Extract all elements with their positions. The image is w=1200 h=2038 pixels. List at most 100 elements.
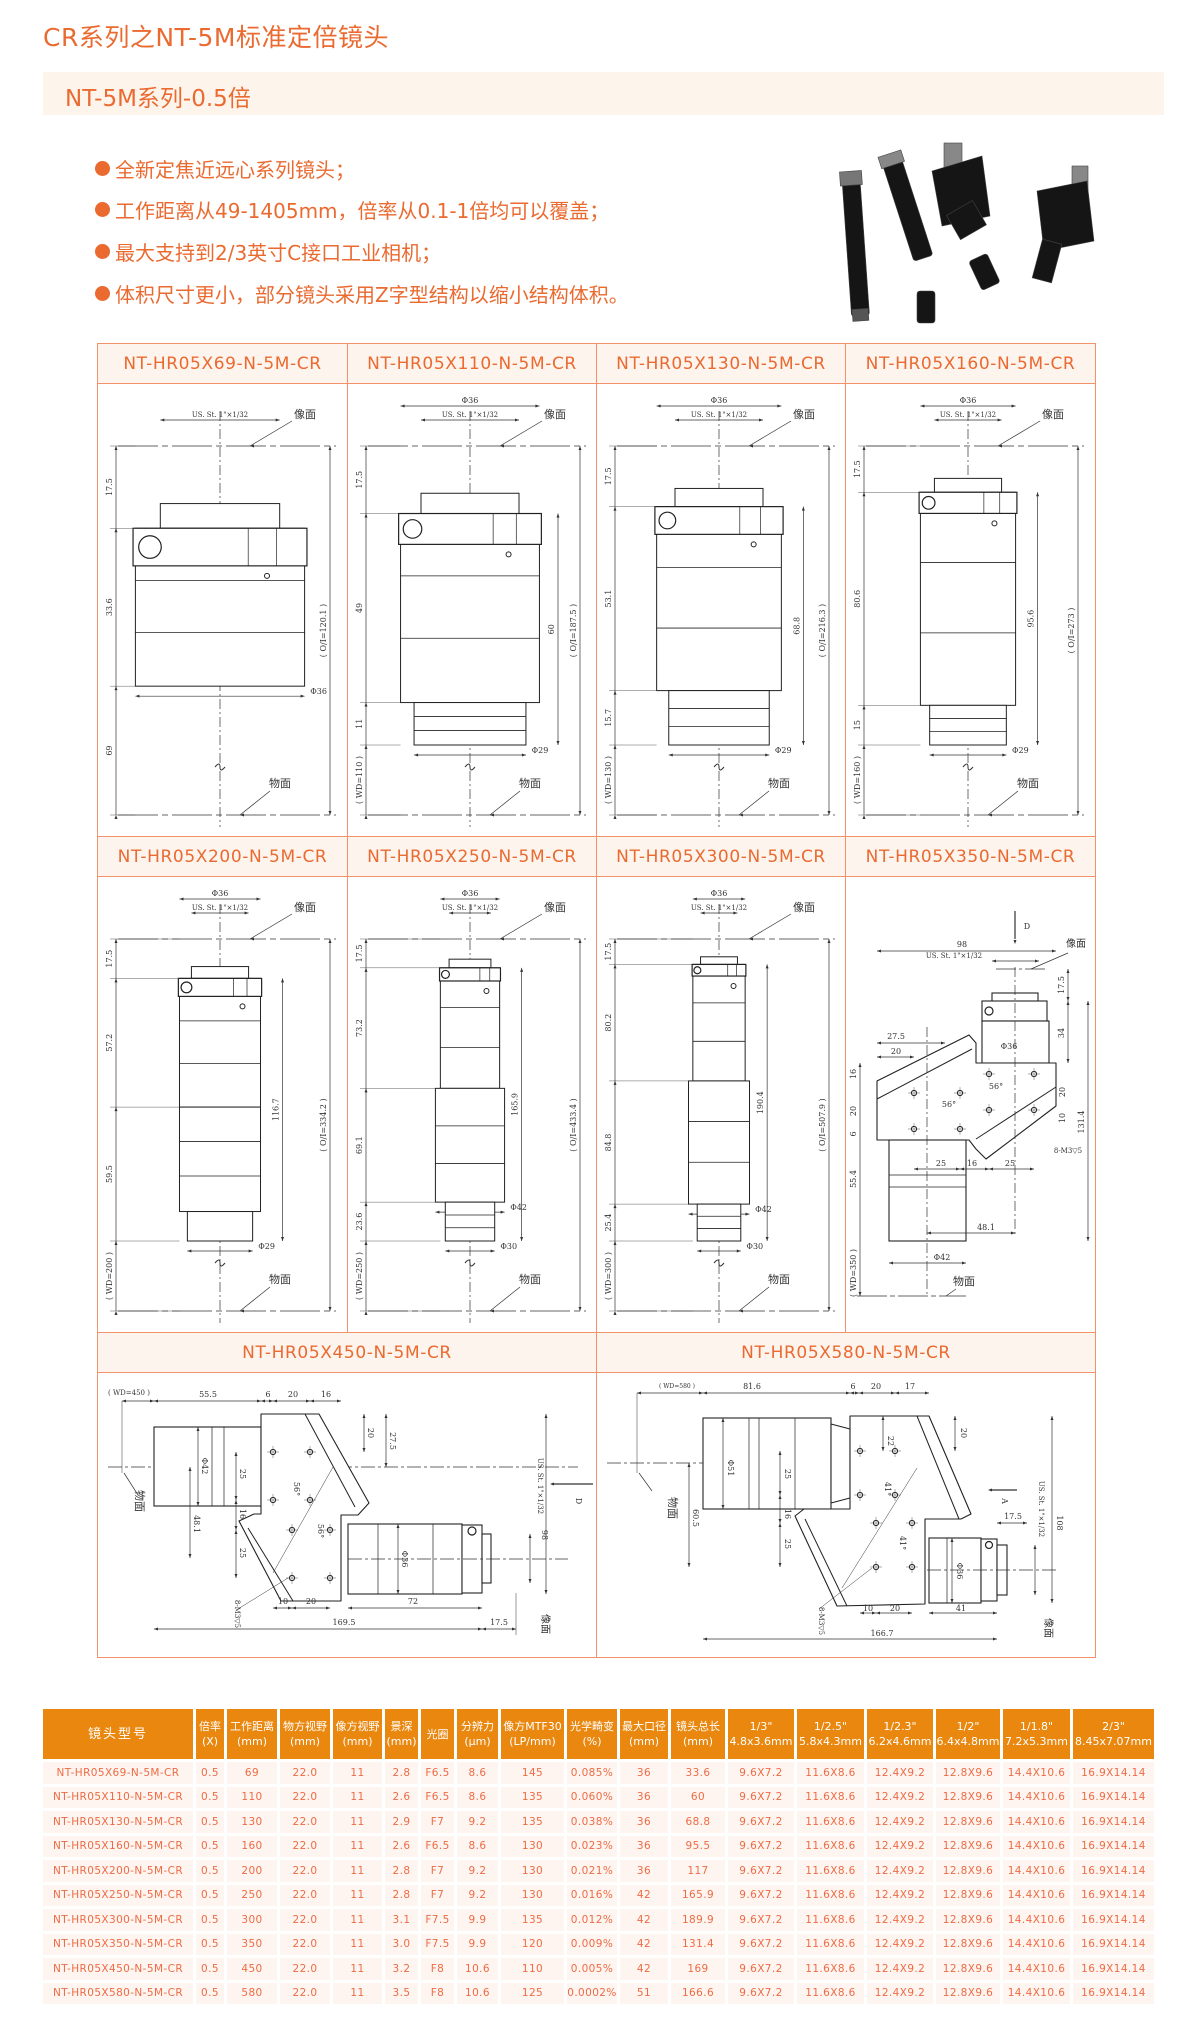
arrowhead-icon (749, 937, 753, 941)
lock-ring (177, 977, 263, 997)
dimension-label: 165.9 (511, 1093, 520, 1116)
spec-cell: 11 (333, 1909, 382, 1931)
spec-cell: 9.9 (457, 1933, 498, 1955)
bullet-dot-icon (95, 202, 110, 217)
arrowhead-icon (337, 1399, 341, 1403)
column-header: 镜头总长(mm) (671, 1709, 725, 1759)
column-header: 物方视野(mm) (280, 1709, 330, 1759)
arrowhead-icon (1076, 811, 1080, 815)
spec-cell: 22.0 (280, 1909, 330, 1931)
medium-lens-image (877, 149, 933, 261)
dimension-line (997, 420, 1041, 447)
spec-cell: 0.005% (567, 1958, 617, 1980)
arrowhead-icon (550, 1482, 554, 1486)
spec-cell: 130 (501, 1884, 564, 1906)
dimension-label: 20 (891, 1047, 901, 1056)
arrowhead-icon (187, 1249, 192, 1253)
dimension-label: 17.5 (105, 950, 114, 968)
spec-cell: 0.5 (196, 1786, 224, 1808)
spec-cell: 33.6 (671, 1762, 725, 1784)
dimension-label: ( O/I=120.1 ) (319, 604, 328, 657)
dimension-label: 166.7 (871, 1629, 894, 1638)
arrowhead-icon (699, 1391, 703, 1395)
dimension-label: Φ36 (1001, 1042, 1018, 1051)
header-line-2: (mm) (386, 1735, 417, 1748)
header-line-1: 镜头型号 (87, 1726, 148, 1742)
arrowhead-icon (1066, 969, 1070, 973)
dimension-line (1030, 952, 1069, 970)
arrowhead-icon (1023, 1521, 1027, 1525)
spec-cell: 14.4X10.6 (1003, 1909, 1070, 1931)
arrowhead-icon (668, 753, 673, 757)
dimension-label: 物面 (269, 1272, 291, 1286)
model-cell: NT-HR05X160-N-5M-CR (43, 1835, 193, 1857)
spec-cell: 9.6X7.2 (728, 1762, 794, 1784)
arrowhead-icon (310, 1399, 314, 1403)
spec-cell: 12.4X9.2 (867, 1811, 933, 1833)
spec-cell: 0.5 (196, 1835, 224, 1857)
arrowhead-icon (364, 1311, 368, 1315)
header-line-1: 物方视野 (283, 1720, 327, 1733)
dimension-label: 物面 (768, 776, 790, 790)
dimension-label: 像面 (1042, 408, 1064, 421)
arrowhead-icon (656, 404, 661, 408)
arrowhead-icon (364, 1202, 368, 1207)
spec-cell: 22.0 (280, 1762, 330, 1784)
arrowhead-icon (500, 1210, 505, 1214)
arrowhead-icon (535, 404, 540, 408)
spec-cell: 22.0 (280, 1835, 330, 1857)
header-line-2: (mm) (236, 1735, 267, 1748)
arrowhead-icon (988, 813, 992, 817)
arrowhead-icon (1050, 1416, 1054, 1420)
dimension-label: 8-M3▽5 (233, 1600, 241, 1628)
spec-cell: 12.8X9.6 (936, 1933, 1000, 1955)
spec-cell: F7 (421, 1811, 454, 1833)
arrowhead-icon (364, 1241, 368, 1245)
arrowhead-icon (414, 753, 419, 757)
arrowhead-icon (364, 1088, 368, 1093)
dimension-label: Φ42 (934, 1253, 951, 1262)
arrowhead-icon (135, 694, 140, 698)
break-symbol-icon (464, 1259, 476, 1267)
spec-cell: 10.6 (457, 1982, 498, 2004)
page-title: CR系列之NT-5M标准定倍镜头 (43, 23, 390, 52)
arrowhead-icon (440, 897, 445, 901)
spec-cell: 2.8 (385, 1762, 418, 1784)
arrowhead-icon (364, 446, 368, 450)
arrowhead-icon (941, 1041, 945, 1045)
dimension-label: ( WD=580 ) (659, 1383, 695, 1390)
dimension-label: ( WD=110 ) (355, 756, 364, 804)
arrowhead-icon (739, 813, 743, 817)
arrowhead-icon (544, 1590, 548, 1594)
header-line-2: 4.8x3.6mm (729, 1735, 793, 1748)
spec-cell: 12.4X9.2 (867, 1933, 933, 1955)
lock-screw-icon (984, 1006, 994, 1016)
drawing-title: NT-HR05X350-N-5M-CR (845, 836, 1096, 877)
arrowhead-icon (544, 1414, 548, 1418)
arrowhead-icon (613, 815, 617, 819)
arrowhead-icon (862, 492, 866, 497)
spec-cell: 14.4X10.6 (1003, 1933, 1070, 1955)
spec-cell: 12.4X9.2 (867, 1835, 933, 1857)
column-header: 像方视野(mm) (333, 1709, 382, 1759)
dimension-label: 23.6 (355, 1213, 364, 1231)
arrowhead-icon (960, 1167, 964, 1171)
drawing-title: NT-HR05X110-N-5M-CR (347, 343, 597, 384)
lock-screw-icon (467, 1526, 477, 1536)
arrowhead-icon (613, 506, 617, 511)
dimension-label: ( WD=350 ) (849, 1249, 858, 1297)
dimension-label: Φ36 (310, 687, 327, 696)
model-cell: NT-HR05X250-N-5M-CR (43, 1884, 193, 1906)
drawing-title: NT-HR05X300-N-5M-CR (596, 836, 846, 877)
dimension-label: 17 (905, 1382, 915, 1391)
screw-hole-icon (991, 520, 998, 527)
dimension-label: Φ42 (755, 1205, 772, 1214)
